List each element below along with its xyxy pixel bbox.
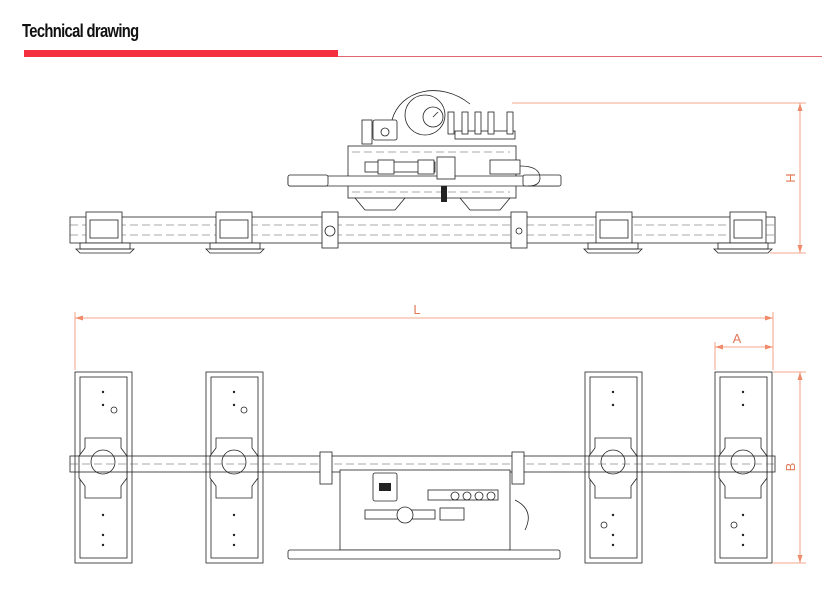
title-accent-bar	[24, 50, 338, 57]
side-view: H	[69, 90, 806, 254]
side-pad	[583, 211, 643, 254]
side-clamp	[510, 211, 528, 249]
side-control-unit	[287, 90, 562, 249]
side-pad	[713, 211, 773, 254]
side-pad	[75, 211, 135, 254]
top-pad	[714, 371, 773, 564]
side-handle-bar	[287, 175, 561, 187]
side-clamp	[321, 211, 339, 249]
pad-length-label: B	[783, 463, 798, 472]
top-pad	[205, 371, 264, 564]
top-pad	[74, 371, 133, 564]
side-pad	[205, 211, 265, 254]
height-label: H	[783, 173, 798, 182]
pad-width-label: A	[733, 331, 742, 346]
top-view: L A B	[69, 302, 806, 564]
length-label: L	[413, 302, 420, 317]
top-pad	[584, 371, 643, 564]
section-title: Technical drawing	[22, 21, 139, 41]
top-handle-bar	[287, 549, 561, 560]
top-control-unit	[287, 451, 561, 560]
title-divider	[338, 56, 822, 57]
side-beam	[69, 216, 776, 244]
